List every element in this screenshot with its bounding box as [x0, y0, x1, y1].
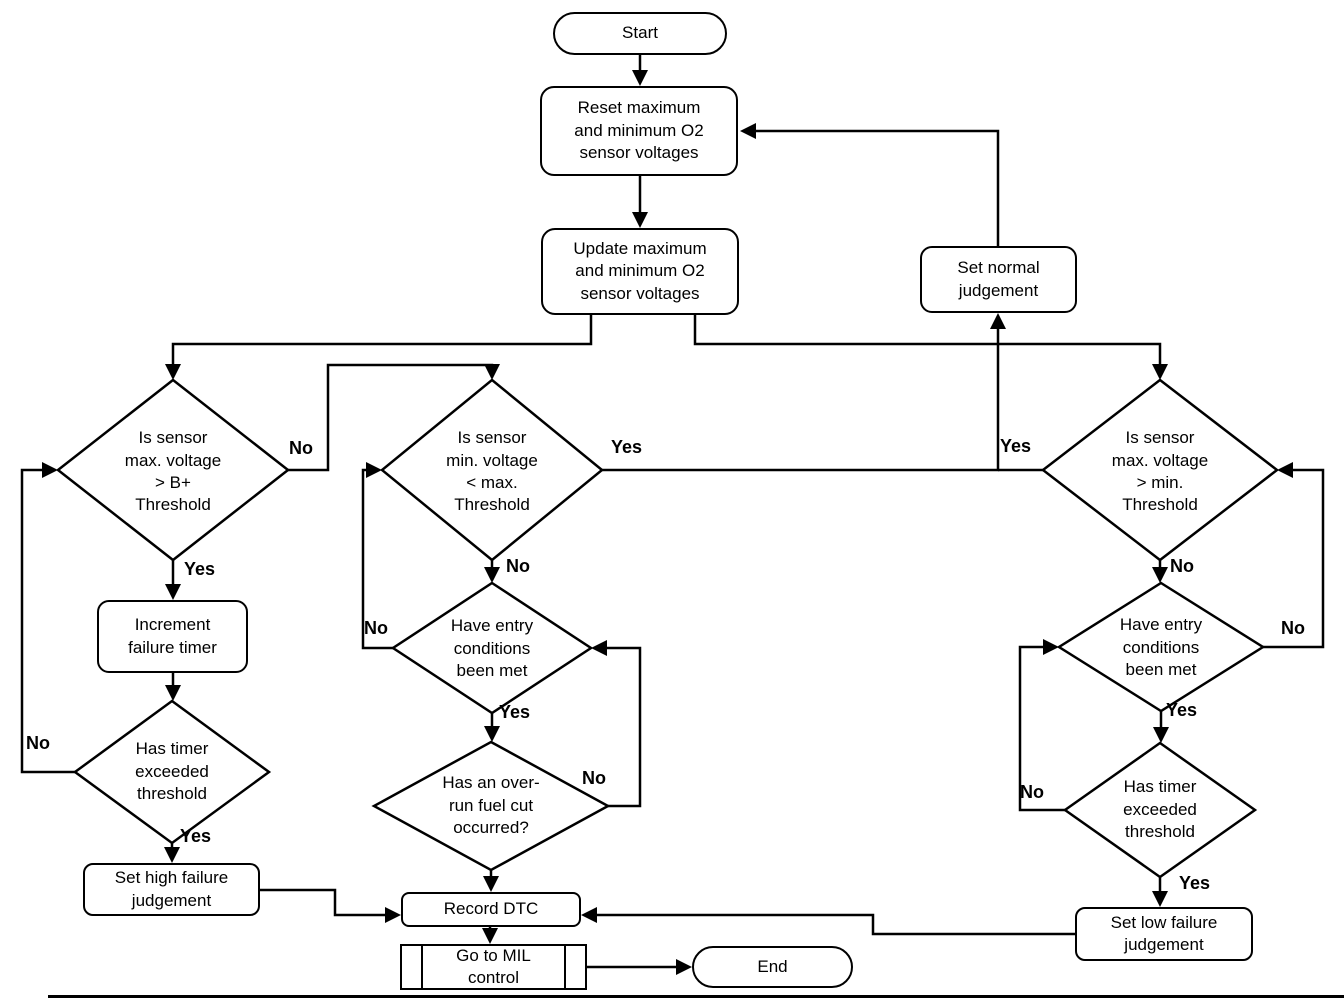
edge-setnormal-reset-loop — [752, 129, 1000, 246]
arrowhead — [632, 212, 648, 228]
label-entry-conditions-right: Have entry conditions been met — [1119, 615, 1203, 680]
arrowhead — [676, 959, 692, 975]
edge-label-no: No — [364, 618, 388, 638]
edge-sethigh-recorddtc — [260, 888, 387, 917]
arrowhead — [632, 70, 648, 86]
edge-label-yes: Yes — [1000, 436, 1032, 456]
edge-label-yes: Yes — [180, 826, 212, 846]
edge-label-yes: Yes — [611, 437, 643, 457]
arrowhead — [484, 364, 500, 380]
arrowhead — [1153, 727, 1169, 743]
decision-diamonds — [55, 378, 1280, 879]
arrowhead — [42, 462, 58, 478]
label-timer-exceeded-left: Has timer exceeded threshold — [135, 739, 209, 804]
edge-label-yes: Yes — [499, 702, 531, 722]
edge-label-yes: Yes — [1166, 700, 1198, 720]
arrowhead — [165, 584, 181, 600]
node-go-to-mil-control: Go to MIL control — [400, 944, 587, 990]
node-record-dtc: Record DTC — [401, 892, 581, 927]
edge-label-no: No — [1020, 782, 1044, 802]
edge-label-no: No — [1170, 556, 1194, 576]
node-update-voltages: Update maximum and minimum O2 sensor vol… — [541, 228, 739, 315]
arrowhead — [483, 876, 499, 892]
label-timer-exceeded-right: Has timer exceeded threshold — [1123, 777, 1197, 842]
arrowhead — [581, 907, 597, 923]
page-rule — [48, 995, 1344, 998]
arrowhead — [484, 726, 500, 742]
label-overrun-fuel-cut: Has an over- run fuel cut occurred? — [442, 773, 540, 838]
edge-label-no: No — [1281, 618, 1305, 638]
diamond-entry-conditions-mid — [390, 581, 594, 715]
edge-label-no: No — [289, 438, 313, 458]
arrowhead — [990, 313, 1006, 329]
arrowhead — [1277, 462, 1293, 478]
edge-label-yes: Yes — [184, 559, 216, 579]
node-set-low-failure-judgement: Set low failure judgement — [1075, 907, 1253, 961]
label-is-min-lt-max: Is sensor min. voltage < max. Threshold — [446, 428, 538, 515]
edge-setlow-recorddtc — [595, 913, 1075, 936]
diamond-is-max-gt-min — [1040, 378, 1280, 562]
edge-label-yes: Yes — [1179, 873, 1211, 893]
diamond-is-min-lt-max — [380, 378, 604, 562]
edge-update-right-diamond — [693, 315, 1162, 366]
edge-label-no: No — [26, 733, 50, 753]
diamond-entry-conditions-right — [1056, 581, 1266, 713]
node-set-high-failure-judgement: Set high failure judgement — [83, 863, 260, 916]
arrowhead — [366, 462, 382, 478]
arrowhead — [165, 685, 181, 701]
edge-timerl-no-loop — [20, 468, 75, 774]
arrowheads — [42, 70, 1293, 975]
node-start: Start — [553, 12, 727, 55]
edge-minmax-yes-merge — [602, 327, 1000, 472]
edge-fuelcut-no-loop — [605, 646, 642, 808]
arrowhead — [484, 567, 500, 583]
diamond-timer-exceeded-left — [72, 699, 272, 845]
label-entry-conditions-mid: Have entry conditions been met — [450, 616, 534, 681]
edge-timerr-no-loop — [1018, 645, 1065, 812]
arrowhead — [1152, 567, 1168, 583]
node-increment-failure-timer: Increment failure timer — [97, 600, 248, 673]
arrowhead — [591, 640, 607, 656]
edge-update-left-diamond — [171, 315, 593, 366]
arrowhead — [1043, 639, 1059, 655]
diamond-overrun-fuel-cut — [371, 740, 611, 872]
arrowhead — [165, 364, 181, 380]
edge-label-no: No — [506, 556, 530, 576]
label-is-max-gt-bplus: Is sensor max. voltage > B+ Threshold — [124, 428, 222, 515]
connectors — [20, 55, 1325, 969]
edge-label-no: No — [582, 768, 606, 788]
diamond-timer-exceeded-right — [1062, 741, 1258, 879]
label-is-max-gt-min: Is sensor max. voltage > min. Threshold — [1111, 428, 1209, 515]
arrowhead — [1152, 364, 1168, 380]
diamond-is-max-gt-bplus — [55, 378, 291, 562]
arrowhead — [385, 907, 401, 923]
node-set-normal-judgement: Set normal judgement — [920, 246, 1077, 313]
node-end: End — [692, 946, 853, 988]
arrowhead — [740, 123, 756, 139]
node-reset-voltages: Reset maximum and minimum O2 sensor volt… — [540, 86, 738, 176]
arrowhead — [1152, 891, 1168, 907]
edge-entrym-no-loop — [361, 468, 393, 650]
edge-entryr-no-loop — [1263, 468, 1325, 649]
arrowhead — [164, 847, 180, 863]
arrowhead — [482, 928, 498, 944]
